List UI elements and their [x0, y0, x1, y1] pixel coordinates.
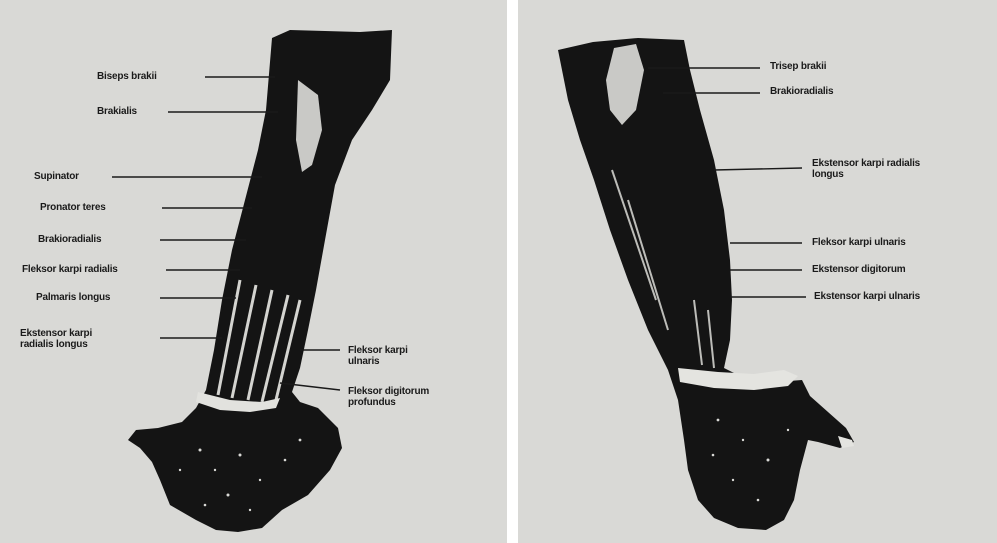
label-ekstensor-karpi-radialis-longus-left: Ekstensor karpi radialis longus [20, 328, 120, 350]
label-fleksor-karpi-radialis: Fleksor karpi radialis [22, 264, 118, 275]
label-brakialis: Brakialis [97, 106, 137, 117]
label-supinator: Supinator [34, 171, 79, 182]
posterior-arm-illustration [518, 0, 997, 543]
label-ekstensor-digitorum: Ekstensor digitorum [812, 264, 905, 275]
posterior-arm-shape [558, 38, 854, 530]
anterior-arm-panel: Biseps brakii Brakialis Supinator Pronat… [0, 0, 507, 543]
label-trisep-brakii: Trisep brakii [770, 61, 826, 72]
panel-divider [507, 0, 518, 543]
posterior-arm-panel: Trisep brakii Brakioradialis Ekstensor k… [518, 0, 997, 543]
label-fleksor-digitorum-profundus: Fleksor digitorum profundus [348, 386, 468, 408]
label-pronator-teres: Pronator teres [40, 202, 106, 213]
label-palmaris-longus: Palmaris longus [36, 292, 110, 303]
label-ekstensor-karpi-ulnaris: Ekstensor karpi ulnaris [814, 291, 920, 302]
label-ekstensor-karpi-radialis-longus-right: Ekstensor karpi radialis longus [812, 158, 922, 180]
label-fleksor-karpi-ulnaris-left: Fleksor karpi ulnaris [348, 345, 428, 367]
anterior-arm-shape [128, 30, 392, 532]
label-fleksor-karpi-ulnaris-right: Fleksor karpi ulnaris [812, 237, 906, 248]
label-brakioradialis-left: Brakioradialis [38, 234, 101, 245]
label-brakioradialis-right: Brakioradialis [770, 86, 833, 97]
label-biseps-brakii: Biseps brakii [97, 71, 157, 82]
